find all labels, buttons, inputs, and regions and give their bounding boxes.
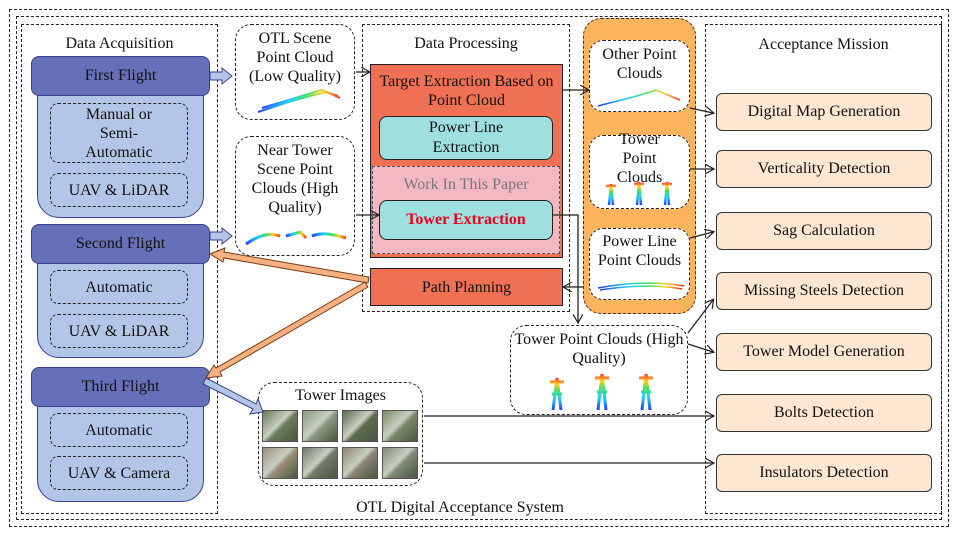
system-title: OTL Digital Acceptance System — [356, 498, 564, 516]
tower-image-thumbnail — [342, 410, 378, 442]
tower-hq-box — [510, 325, 688, 415]
power-line-clouds-label: Power Line Point Clouds — [597, 233, 682, 269]
near-tower-cloud-icon — [245, 230, 347, 246]
feedback-to-third-flight — [205, 281, 369, 379]
tower-extraction: Tower Extraction — [379, 200, 553, 240]
tower-image-thumbnail — [302, 447, 338, 479]
third-flight-sensor: UAV & Camera — [50, 456, 188, 490]
tower-image-thumbnail — [382, 410, 418, 442]
second-flight-sensor: UAV & LiDAR — [50, 314, 188, 348]
third-flight-body — [37, 400, 204, 502]
mission-item: Digital Map Generation — [716, 93, 932, 131]
first-flight-mode: Manual or Semi-Automatic — [50, 103, 188, 163]
mission-item: Tower Model Generation — [716, 333, 932, 371]
first-flight-arrow — [209, 66, 233, 86]
flight-arrows — [202, 66, 264, 415]
acquisition-panel — [21, 24, 218, 514]
second-flight-header: Second Flight — [31, 224, 210, 264]
otl-scene-box — [235, 24, 355, 120]
third-flight-header: Third Flight — [31, 367, 210, 407]
first-flight-header: First Flight — [31, 56, 210, 96]
tower-extraction-down-arrow — [553, 214, 578, 322]
to-tower-model-arrow — [687, 343, 713, 352]
tower-image-thumbnail — [262, 447, 298, 479]
tower-hq-cloud-icon — [550, 373, 653, 411]
mission-title: Acceptance Mission — [758, 35, 889, 53]
second-flight-arrow — [209, 226, 233, 246]
to-digital-map-arrow — [689, 108, 713, 113]
third-flight-mode: Automatic — [50, 413, 188, 447]
to-sag-arrow — [689, 232, 713, 238]
power-line-extraction: Power Line Extraction — [379, 116, 553, 160]
acquisition-title: Data Acquisition — [65, 34, 174, 52]
mission-item: Missing Steels Detection — [716, 272, 932, 310]
near-tower-label: Near Tower Scene Point Clouds (High Qual… — [251, 142, 339, 216]
otl-scene-label: OTL Scene Point Cloud (Low Quality) — [249, 29, 341, 85]
tower-images-box — [258, 382, 423, 486]
mission-item: Insulators Detection — [716, 454, 932, 492]
other-clouds-box — [589, 40, 690, 112]
third-flight-arrow — [202, 377, 264, 415]
first-flight-body — [37, 90, 204, 218]
processing-title: Data Processing — [414, 34, 518, 52]
mission-item: Bolts Detection — [716, 394, 932, 432]
otl-scene-cloud-icon — [257, 88, 341, 113]
to-missing-steels-arrow — [687, 300, 713, 334]
mission-item: Sag Calculation — [716, 212, 932, 250]
tower-image-thumbnail — [302, 410, 338, 442]
second-flight-mode: Automatic — [50, 270, 188, 304]
path-planning: Path Planning — [370, 268, 563, 306]
other-clouds-icon — [597, 88, 681, 107]
system-frame — [9, 9, 949, 527]
tower-images-label: Tower Images — [295, 386, 386, 404]
work-in-paper-label: Work In This Paper — [403, 175, 529, 193]
path-planning-feedback — [205, 247, 370, 379]
power-line-clouds-icon — [597, 282, 685, 291]
tower-hq-label: Tower Point Clouds (High Quality) — [514, 331, 684, 367]
processing-panel — [362, 24, 570, 312]
tower-clouds-icon — [606, 181, 672, 206]
mission-item: Verticality Detection — [716, 150, 932, 188]
tower-image-thumbnail — [382, 447, 418, 479]
near-tower-box — [235, 136, 355, 256]
feedback-to-second-flight — [208, 247, 370, 284]
tower-image-thumbnail — [262, 410, 298, 442]
mission-panel — [705, 24, 942, 514]
tower-image-thumbnail — [342, 447, 378, 479]
other-clouds-label: Other Point Clouds — [602, 46, 677, 82]
target-extraction-label: Target Extraction Based on Point Cloud — [379, 73, 554, 109]
first-flight-sensor: UAV & LiDAR — [50, 173, 188, 207]
